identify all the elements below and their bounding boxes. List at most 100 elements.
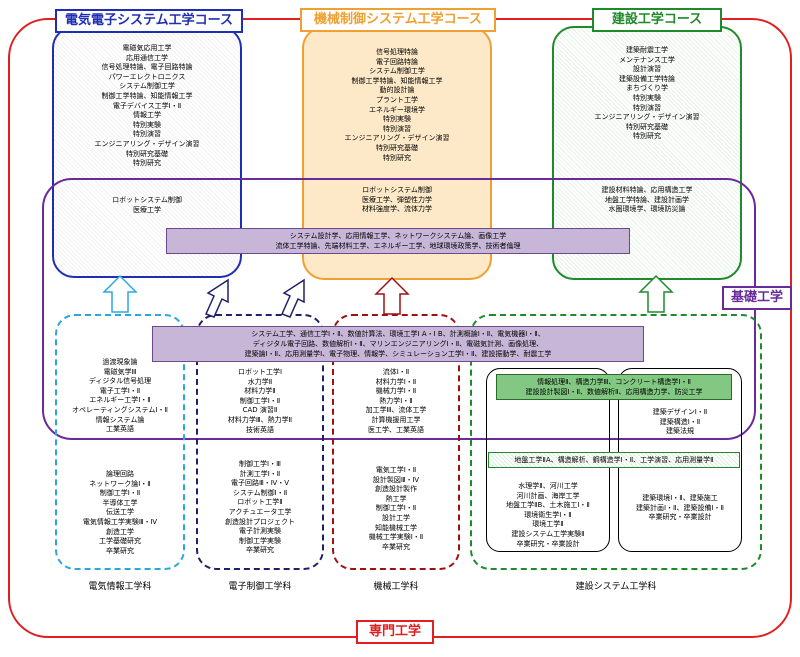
elec-course-title: 電気電子システム工学コース: [55, 9, 243, 33]
subject-line: 特別研究基礎: [126, 149, 168, 158]
subject-line: 流体工学特論、先端材料工学、エネルギー工学、地球環境政策学、技術者倫理: [275, 242, 521, 250]
subject-line: 情報工学: [133, 111, 161, 120]
dept4-label: 建設システム工学科: [575, 582, 657, 592]
subject-line: 電子回路特論: [376, 57, 418, 66]
subject-line: 建築法規: [666, 427, 694, 436]
subject-line: ロボット工学Ⅱ: [237, 498, 283, 507]
dept1-box: [55, 314, 185, 570]
subject-line: 制御工学実験: [239, 536, 281, 545]
kiso-common-band: システム工学、通信工学Ⅰ・Ⅱ、数値計算法、環境工学Ⅰ A・Ⅰ B、計測概論Ⅰ・Ⅱ…: [152, 326, 644, 362]
subject-line: 卒業研究: [246, 546, 274, 555]
subject-line: 設計演習: [633, 65, 661, 74]
subject-line: 計測工学Ⅰ・Ⅱ: [239, 469, 281, 478]
subject-line: ロボットシステム制御: [112, 196, 182, 204]
subject-line: ディジタル電子回路、数値解析Ⅰ・Ⅱ、マリンエンジニアリングⅠ・Ⅱ、電磁気計測、画…: [252, 340, 544, 348]
subject-line: 材料力学Ⅲ、熱力学Ⅱ: [227, 415, 293, 424]
subject-line: 機械力学Ⅰ・Ⅱ: [375, 387, 417, 396]
subject-line: 建築環境Ⅰ・Ⅱ、建築施工: [642, 494, 718, 502]
subject-line: システム工学、通信工学Ⅰ・Ⅱ、数値計算法、環境工学Ⅰ A・Ⅰ B、計測概論Ⅰ・Ⅱ…: [251, 330, 545, 338]
subject-line: 特別研究: [633, 132, 661, 141]
dept4-box: [470, 314, 762, 570]
subject-line: 建築計画Ⅰ・Ⅱ、建築設備Ⅰ・Ⅱ: [635, 503, 725, 512]
subject-line: プラント工学: [376, 95, 418, 104]
subject-line: 建築デザインⅠ・Ⅱ: [652, 408, 708, 416]
subject-line: 建設システム工学実験Ⅱ: [511, 529, 585, 538]
subject-line: ロボット工学Ⅰ: [237, 368, 283, 376]
subject-line: CAD 演習Ⅱ: [242, 406, 278, 415]
subject-line: 創造工学: [106, 527, 134, 536]
subject-line: 水力学Ⅱ: [247, 377, 273, 386]
subject-line: 特別実験: [133, 120, 161, 129]
subject-line: 機械工学実験Ⅰ・Ⅱ: [368, 533, 424, 542]
subject-line: 特別演習: [633, 103, 661, 112]
subject-line: アクチュエータ工学: [228, 507, 292, 516]
subject-line: ディジタル信号処理: [88, 377, 152, 386]
subject-line: 建築設備工学特論: [619, 74, 675, 83]
dept2-box: [196, 314, 324, 570]
mech-lower-subjects: ロボットシステム制御医療工学、弾塑性力学材料強度学、流体力学: [305, 186, 489, 215]
subject-line: システム設計学、応用情報工学、ネットワークシステム論、画像工学: [289, 232, 507, 240]
subject-line: 建築耐震工学: [626, 46, 668, 54]
subject-line: 信号処理特論、電子回路特論: [101, 63, 193, 72]
subject-line: 技術英語: [246, 425, 274, 434]
subject-line: 伝送工学: [106, 508, 134, 517]
subject-line: システム制御工学: [369, 67, 425, 76]
dept3-box: [332, 314, 460, 570]
subject-line: 特別演習: [133, 130, 161, 139]
subject-line: 医工学、工業英語: [368, 425, 424, 434]
mech-upper-subjects: 信号処理特論電子回路特論システム制御工学制御工学特論、知能情報工学動的設計論プラ…: [305, 48, 489, 163]
subject-line: 卒業研究・卒業設計: [516, 539, 580, 548]
subject-line: 建設材料特論、応用構造工学: [601, 186, 693, 194]
subject-line: 卒業研究・卒業設計: [648, 513, 712, 522]
dept1-label: 電気情報工学科: [88, 582, 152, 592]
subject-line: 加工学Ⅲ、流体工学: [365, 406, 427, 415]
subject-line: 建築論Ⅰ・Ⅱ、応用測量学Ⅰ、電子物理、情報学、シミュレーション工学Ⅰ・Ⅱ、建設振…: [244, 350, 552, 358]
subject-line: 知能機械工学: [375, 523, 417, 532]
elec-upper-subjects: 電磁気応用工学応用通信工学信号処理特論、電子回路特論パワーエレクトロニクスシステ…: [55, 44, 239, 169]
subject-line: 地盤工学ⅡB、土木施工Ⅰ・Ⅱ: [506, 501, 590, 510]
subject-line: 論理回路: [106, 470, 134, 478]
subject-line: 応用通信工学: [126, 53, 168, 62]
subject-line: エンジニアリング・デザイン演習: [594, 113, 700, 122]
subject-line: 特別実験: [383, 115, 411, 124]
subject-line: 創造設計プロジェクト: [225, 517, 295, 526]
subject-line: 電磁気応用工学: [122, 44, 172, 52]
subject-line: 電子デバイス工学Ⅰ・Ⅱ: [112, 101, 182, 110]
subject-line: オペレーティングシステムⅠ・Ⅱ: [72, 405, 168, 414]
senmon-title: 専門工学: [356, 620, 434, 644]
subject-line: 建築構造Ⅰ・Ⅱ: [659, 417, 701, 426]
subject-line: 流体Ⅰ・Ⅱ: [382, 368, 410, 376]
subject-line: システム制御Ⅰ・Ⅱ: [232, 488, 288, 497]
subject-line: 水圏環境学、環境防災論: [608, 205, 686, 214]
subject-line: 制御工学Ⅰ・Ⅱ: [99, 489, 141, 498]
subject-line: エンジニアリング・デザイン演習: [94, 139, 200, 148]
subject-line: 過渡現象論: [102, 358, 138, 366]
civil-upper-subjects: 建築耐震工学メンテナンス工学設計演習建築設備工学特論まちづくり学特別実験特別演習…: [555, 46, 739, 142]
subject-line: 信号処理特論: [376, 48, 418, 56]
subject-line: 創造設計製作: [375, 485, 417, 494]
subject-line: 電子工学Ⅰ・Ⅱ: [99, 386, 141, 395]
subject-line: 電磁気学Ⅲ: [103, 367, 137, 376]
subject-line: 特別実験: [633, 93, 661, 102]
subject-line: ロボットシステム制御: [362, 186, 432, 194]
subject-line: まちづくり学: [626, 84, 668, 93]
subject-line: 卒業研究: [382, 542, 410, 551]
subject-line: 工業英語: [106, 425, 134, 434]
subject-line: 材料力学Ⅰ・Ⅱ: [375, 377, 417, 386]
kiso-title: 基礎工学: [722, 286, 792, 310]
subject-line: 特別研究: [133, 159, 161, 168]
subject-line: 動的設計論: [379, 86, 415, 95]
advanced-common-band: システム設計学、応用情報工学、ネットワークシステム論、画像工学流体工学特論、先端…: [166, 228, 630, 254]
subject-line: 制御工学特論、知能情報工学: [351, 76, 443, 85]
subject-line: 特別研究: [383, 153, 411, 162]
subject-line: 河川計画、海岸工学: [516, 491, 580, 500]
subject-line: 環境衛生学Ⅰ・Ⅱ: [524, 510, 572, 519]
